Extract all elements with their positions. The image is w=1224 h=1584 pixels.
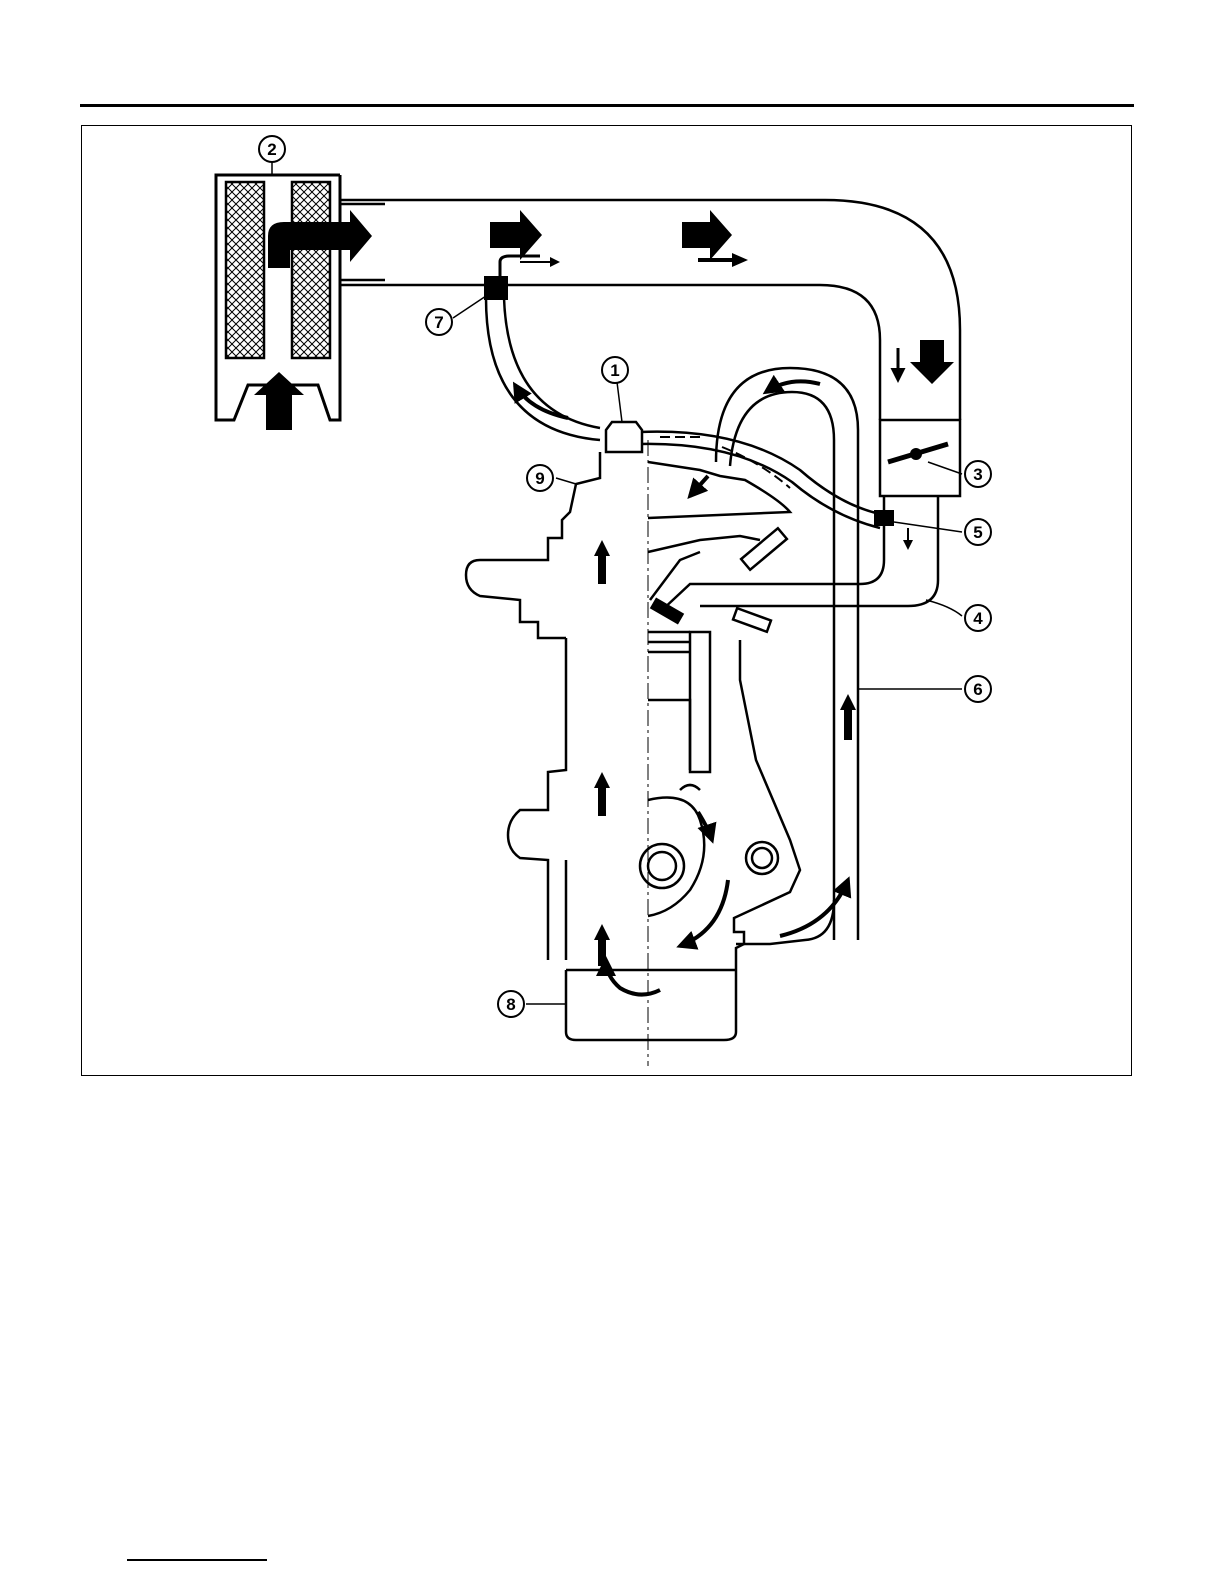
svg-text:5: 5: [973, 523, 982, 542]
throttle-body: [880, 420, 960, 496]
fresh-air-hose: [486, 298, 600, 440]
pcv-valve: [874, 510, 894, 526]
duct-flow-arrows: [490, 210, 954, 384]
svg-text:9: 9: [535, 469, 544, 488]
air-inlet-arrow: [254, 372, 304, 430]
callout-3: 3: [965, 461, 991, 487]
callout-7: 7: [426, 309, 452, 335]
callout-1: 1: [602, 357, 628, 383]
svg-text:6: 6: [973, 680, 982, 699]
svg-text:8: 8: [506, 995, 515, 1014]
intake-manifold: [700, 496, 938, 606]
air-cleaner: [216, 175, 372, 430]
callout-6: 6: [965, 676, 991, 702]
callout-2: 2: [259, 136, 285, 162]
curved-flow-arrows: [606, 812, 848, 995]
hose-fitting-7: [484, 276, 508, 300]
svg-text:7: 7: [434, 313, 443, 332]
callout-5: 5: [965, 519, 991, 545]
footer-link-underline: [127, 1559, 267, 1561]
svg-text:3: 3: [973, 465, 982, 484]
callout-8: 8: [498, 991, 524, 1017]
svg-text:4: 4: [973, 609, 983, 628]
svg-text:2: 2: [267, 140, 276, 159]
filter-element-right: [292, 182, 330, 358]
callout-9: 9: [527, 465, 553, 491]
svg-text:1: 1: [610, 361, 619, 380]
callout-4: 4: [965, 605, 991, 631]
filter-element-left: [226, 182, 264, 358]
engine-section: [466, 422, 834, 1040]
